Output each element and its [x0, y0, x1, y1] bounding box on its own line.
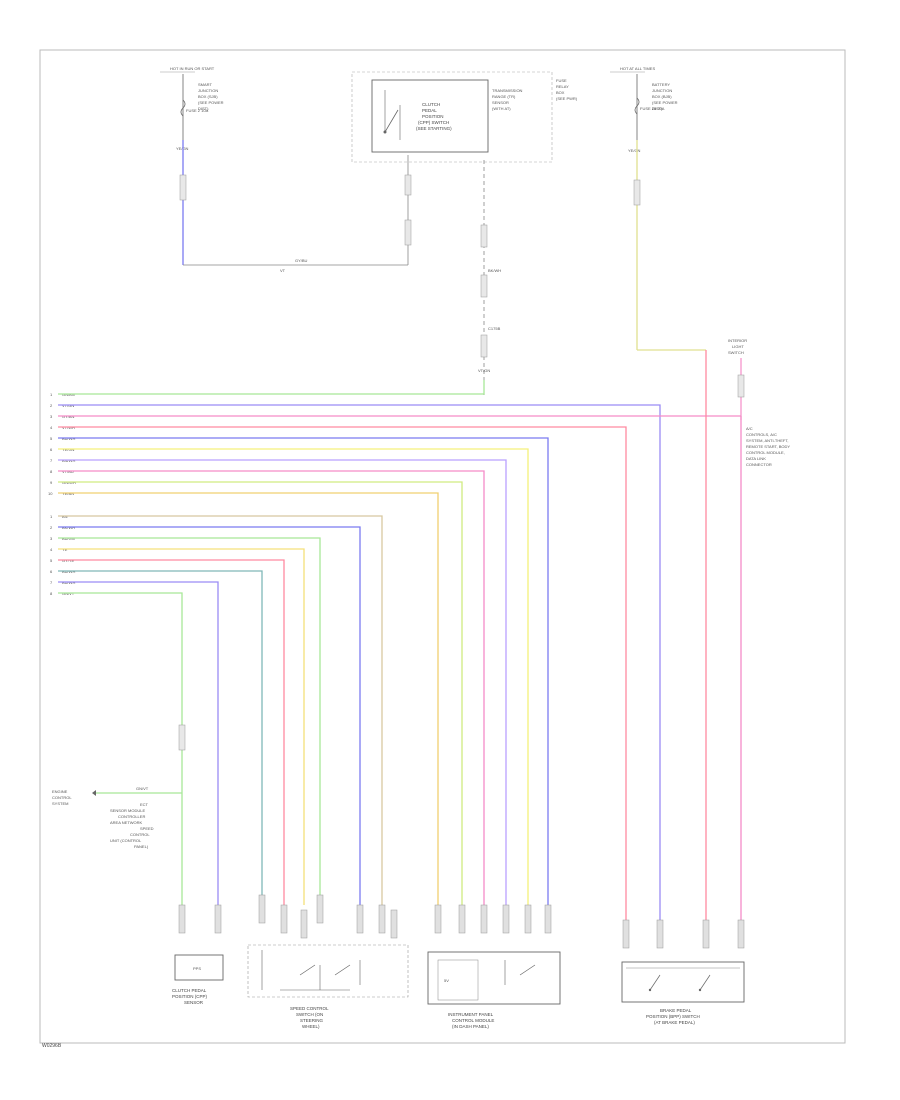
svg-text:10: 10 [48, 491, 53, 496]
top-left-source-fuse: FUSE 2 10A [186, 108, 209, 113]
component-clutch-sensor: PPS CLUTCH PEDAL POSITION (CPP) SENSOR [172, 954, 224, 1005]
svg-text:6: 6 [50, 569, 53, 574]
bus-group-2-pins: 1 2 3 4 5 6 7 8 [50, 514, 53, 596]
top-right-source-wire: YE/GN [628, 148, 641, 153]
interior-light-switch: INTERIOR LIGHT SWITCH A/C CONTROLS, A/C … [728, 338, 791, 467]
top-right-power-source: HOT AT ALL TIMES FUSE 25 20A BATTERY JUN… [610, 66, 706, 351]
svg-text:2: 2 [50, 525, 53, 530]
top-left-source-title: HOT IN RUN OR START [170, 66, 215, 71]
component-instrument-label: INSTRUMENT PANEL CONTROL MODULE (IN DASH… [448, 1012, 496, 1029]
connector-stubs [178, 894, 745, 949]
top-right-source-fuse: FUSE 25 20A [640, 106, 665, 111]
splice-label-1: VT [280, 268, 286, 273]
svg-text:7: 7 [50, 458, 53, 463]
center-module-side-label: TRANSMISSION RANGE (TR) SENSOR (WITH AT) [492, 88, 524, 111]
top-left-source-wire: YE/GN [176, 146, 189, 151]
splice-label-3: C175B [488, 326, 501, 331]
splice-label-0: GY/BU [295, 258, 308, 263]
center-module: CLUTCH PEDAL POSITION (CPP) SWITCH (SEE … [351, 71, 578, 395]
svg-text:2: 2 [50, 403, 53, 408]
svg-text:4: 4 [50, 547, 53, 552]
bus-group-1-pins: 1 2 3 4 5 6 7 8 9 10 [48, 392, 53, 496]
top-left-power-source: HOT IN RUN OR START FUSE 2 10A SMART JUN… [160, 66, 412, 273]
top-right-source-title: HOT AT ALL TIMES [620, 66, 655, 71]
splice-label-2: BK/WH [488, 268, 501, 273]
svg-text:5: 5 [50, 558, 53, 563]
svg-text:7: 7 [50, 580, 53, 585]
svg-text:1: 1 [50, 392, 53, 397]
interior-light-switch-label: INTERIOR LIGHT SWITCH [728, 338, 748, 355]
bus-group-1-labels: GN/BN VT/GN GY/BN VT/WH BU/WH YE/GN BN/W… [62, 392, 76, 496]
center-module-inner-title: CLUTCH PEDAL POSITION (CPP) SWITCH (SEE … [416, 102, 452, 131]
svg-text:4: 4 [50, 425, 53, 430]
svg-text:6: 6 [50, 447, 53, 452]
component-clutch-label: CLUTCH PEDAL POSITION (CPP) SENSOR [172, 988, 208, 1005]
top-right-source-desc: BATTERY JUNCTION BOX (BJB) (SEE POWER DI… [652, 82, 679, 111]
left-side-wire: GN/VT [136, 786, 149, 791]
svg-text:5: 5 [50, 436, 53, 441]
right-note: A/C CONTROLS, A/C SYSTEM, ANTI-THEFT, RE… [746, 426, 791, 467]
svg-text:1: 1 [50, 514, 53, 519]
arrow-left-icon [92, 790, 96, 796]
center-module-right-label: FUSE RELAY BOX (SEE PWR) [556, 78, 578, 101]
svg-text:9: 9 [50, 480, 53, 485]
svg-text:3: 3 [50, 414, 53, 419]
svg-text:8: 8 [50, 469, 53, 474]
component-speed-control-switch: SPEED CONTROL SWITCH (ON STEERING WHEEL) [247, 944, 409, 1029]
svg-text:PPS: PPS [193, 966, 201, 971]
component-instrument-panel-module: 5V INSTRUMENT PANEL CONTROL MODULE (IN D… [427, 951, 561, 1029]
reference-code: W0296B [42, 1043, 62, 1049]
splice-label-4: VT/GN [478, 368, 490, 373]
bus-group-1: GN/BN VT/GN GY/BN VT/WH BU/WH YE/GN BN/W… [48, 350, 742, 920]
left-note: ECT SENSOR MODULE CONTROLLER AREA NETWOR… [110, 802, 155, 849]
component-brake-label: BRAKE PEDAL POSITION (BPP) SWITCH (AT BR… [646, 1008, 701, 1025]
component-speed-control-label: SPEED CONTROL SWITCH (ON STEERING WHEEL) [290, 1006, 330, 1029]
component-brake-pedal-switch: BRAKE PEDAL POSITION (BPP) SWITCH (AT BR… [621, 961, 745, 1025]
bus-group-2-labels: BN BK/WH BU/GN YE GY/YE BU/WH BU/WH GN/V… [62, 514, 75, 596]
engine-control-link: ENGINE CONTROL SYSTEM GN/VT ECT SENSOR M… [52, 724, 186, 849]
diagram-frame [39, 49, 846, 1044]
bus-group-2: BN BK/WH BU/GN YE GY/YE BU/WH BU/WH GN/V… [50, 514, 383, 905]
svg-text:3: 3 [50, 536, 53, 541]
svg-text:8: 8 [50, 591, 53, 596]
left-side-label: ENGINE CONTROL SYSTEM [52, 789, 73, 806]
svg-text:5V: 5V [444, 978, 449, 983]
top-left-source-desc: SMART JUNCTION BOX (SJB) (SEE POWER DIST… [198, 82, 225, 111]
